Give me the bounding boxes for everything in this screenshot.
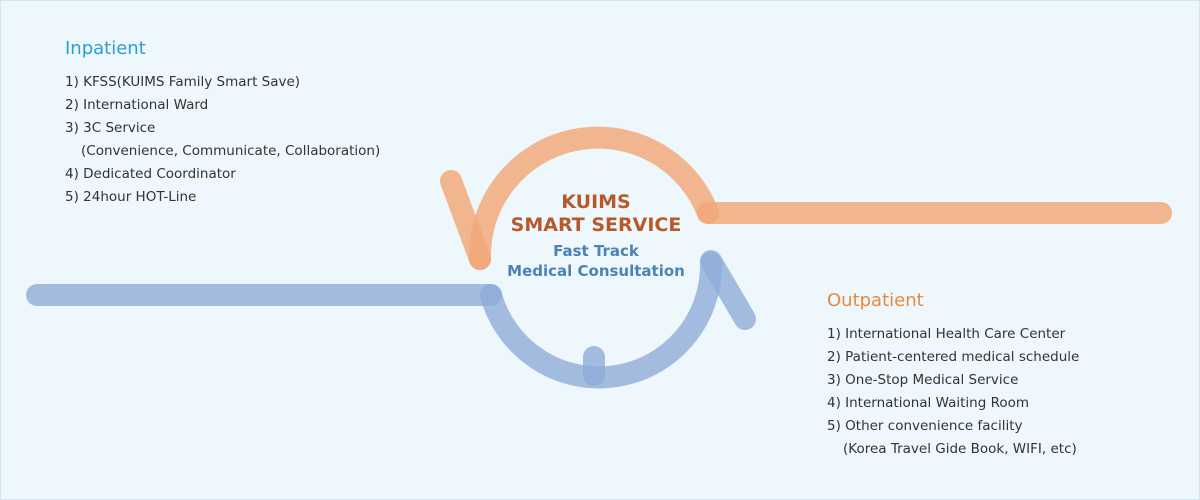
center-title-kuims: KUIMS (561, 191, 631, 213)
outpatient-panel: Outpatient 1) International Health Care … (827, 289, 1187, 461)
orange-arrow-tail (440, 170, 491, 270)
inpatient-item-kfss: 1) KFSS(KUIMS Family Smart Save) (65, 74, 301, 90)
outpatient-item-convenience: 5) Other convenience facility (827, 418, 1023, 434)
center-sub-medical-consultation: Medical Consultation (507, 262, 685, 280)
inpatient-panel: Inpatient 1) KFSS(KUIMS Family Smart Sav… (65, 37, 485, 209)
inpatient-item-coordinator: 4) Dedicated Coordinator (65, 166, 236, 182)
center-sub-fast-track: Fast Track (553, 242, 639, 260)
outpatient-item-health-care-center: 1) International Health Care Center (827, 326, 1066, 342)
blue-arc-arrow-icon (26, 250, 756, 389)
outpatient-item-convenience-detail: (Korea Travel Gide Book, WIFI, etc) (843, 441, 1077, 457)
orange-arc-arrow-icon (440, 126, 1172, 270)
blue-arrow-tail (700, 250, 756, 330)
inpatient-title: Inpatient (65, 38, 146, 59)
inpatient-item-hotline: 5) 24hour HOT-Line (65, 189, 197, 205)
inpatient-list: 1) KFSS(KUIMS Family Smart Save) 2) Inte… (65, 71, 485, 209)
center-label: KUIMS SMART SERVICE Fast Track Medical C… (496, 191, 696, 281)
outpatient-list: 1) International Health Care Center 2) P… (827, 323, 1187, 461)
blue-lower-arc (480, 252, 723, 389)
center-title-smart-service: SMART SERVICE (510, 214, 682, 236)
outpatient-item-waiting-room: 4) International Waiting Room (827, 395, 1030, 411)
outpatient-item-one-stop: 3) One-Stop Medical Service (827, 372, 1019, 388)
inpatient-item-3c-detail: (Convenience, Communicate, Collaboration… (81, 143, 381, 159)
outpatient-item-schedule: 2) Patient-centered medical schedule (827, 349, 1080, 365)
orange-upper-arc (468, 126, 719, 270)
inpatient-item-international-ward: 2) International Ward (65, 97, 209, 113)
inpatient-item-3c-service: 3) 3C Service (65, 120, 156, 136)
outpatient-title: Outpatient (827, 290, 924, 311)
